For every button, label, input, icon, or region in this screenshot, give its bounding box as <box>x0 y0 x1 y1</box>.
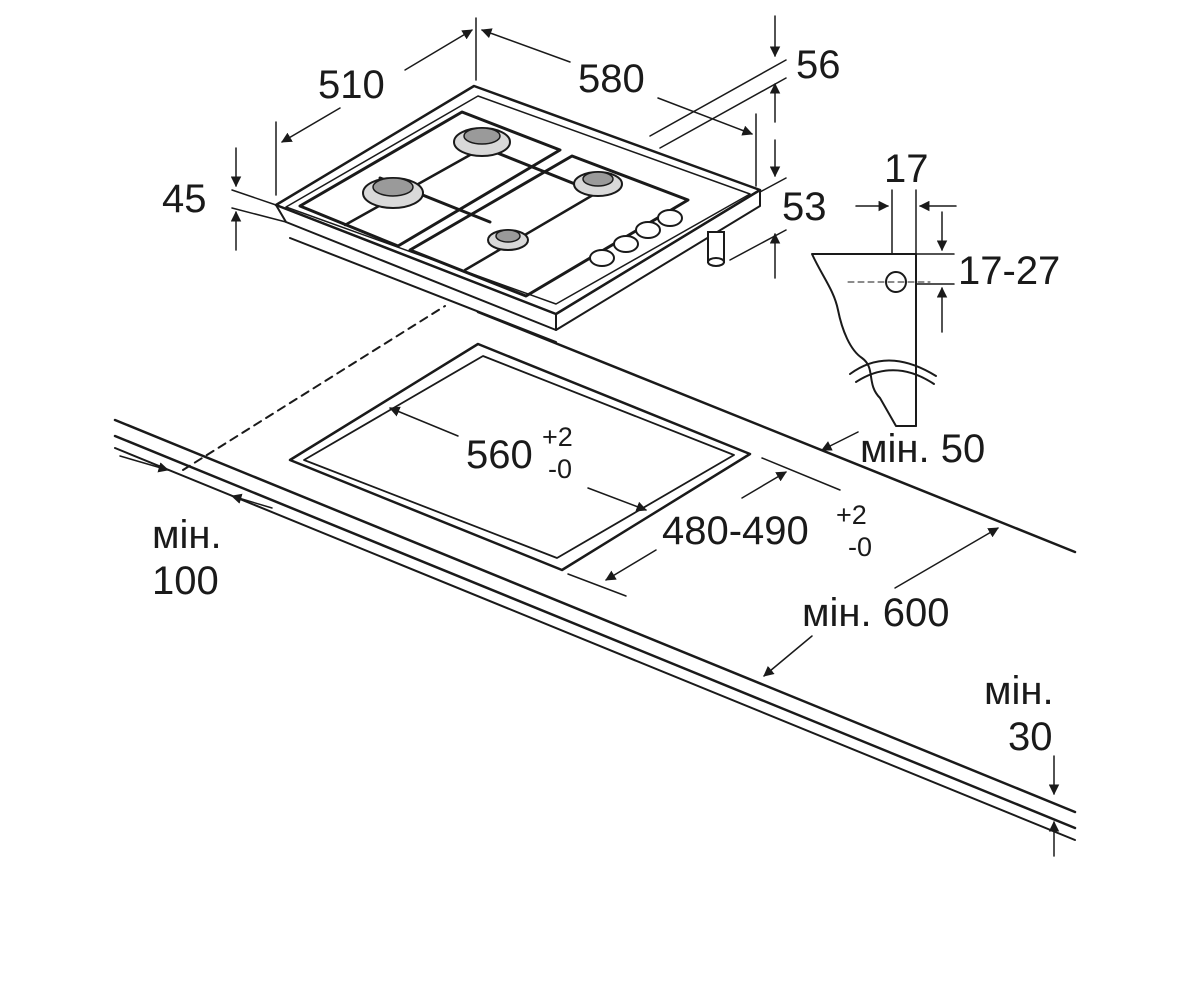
cutout-depth-tol-plus: +2 <box>836 500 867 530</box>
cutout-width-tol-minus: -0 <box>548 454 572 484</box>
hob-width-label: 510 <box>318 63 385 107</box>
hob-right-top-label: 56 <box>796 43 841 87</box>
hob-right-side-label: 53 <box>782 185 827 229</box>
worktop-cutout <box>288 342 752 572</box>
hob-dimension-lines <box>230 15 787 279</box>
bracket-dimension-lines <box>855 189 957 333</box>
cutout-width-label: 560 <box>466 433 533 477</box>
worktop <box>113 305 1077 841</box>
cutout-dimension-lines <box>119 406 1060 857</box>
burner-rear-right <box>573 171 623 197</box>
gas-connector <box>707 231 725 267</box>
gas-hob <box>274 84 762 343</box>
burner-front-left <box>362 177 424 209</box>
burner-rear-left <box>453 127 511 157</box>
burner-front-right <box>487 229 529 251</box>
bracket-width-label: 17 <box>884 147 929 191</box>
front-clearance-label-1: мін. <box>984 669 1054 713</box>
worktop-depth-label: мін. 600 <box>802 591 949 635</box>
front-clearance-label-2: 30 <box>1008 715 1053 759</box>
cutout-width-tol-plus: +2 <box>542 422 573 452</box>
fixing-bracket <box>811 253 937 427</box>
back-clearance-label: мін. 50 <box>860 427 985 471</box>
bracket-thickness-label: 17-27 <box>958 249 1060 293</box>
cutout-depth-label: 480-490 <box>662 509 809 553</box>
side-clearance-label-2: 100 <box>152 559 219 603</box>
side-clearance-label-1: мін. <box>152 513 222 557</box>
control-knobs <box>589 209 683 267</box>
hob-depth-label: 580 <box>578 57 645 101</box>
hob-height-label: 45 <box>162 177 207 221</box>
cutout-depth-tol-minus: -0 <box>848 532 872 562</box>
